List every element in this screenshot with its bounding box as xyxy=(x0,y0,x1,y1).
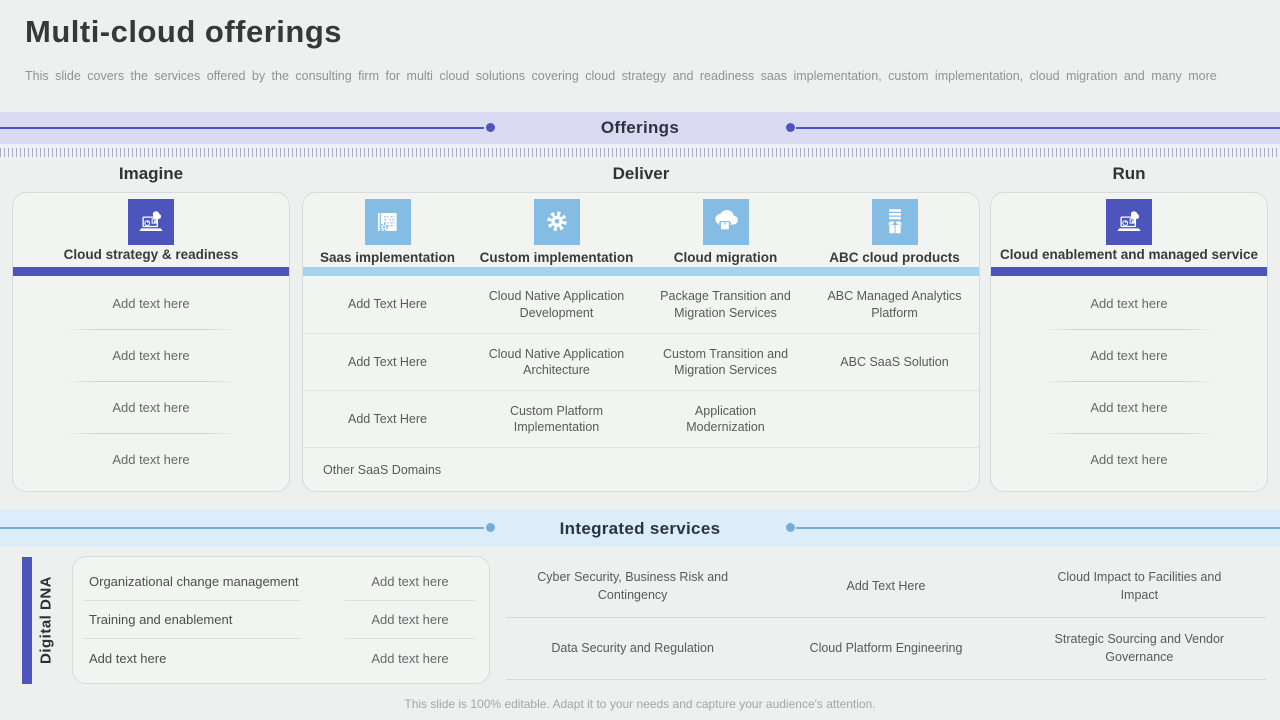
table-cell: Add Text Here xyxy=(348,411,427,426)
digital-dna-accent-bar xyxy=(22,557,32,684)
imagine-placeholder-list: Add text here Add text here Add text her… xyxy=(13,278,289,485)
table-cell: Application Modernization xyxy=(686,403,765,434)
table-cell: Add Text Here xyxy=(348,297,427,312)
table-cell: ABC Managed Analytics Platform xyxy=(827,289,962,320)
divider xyxy=(1043,329,1215,330)
table-cell: Package Transition and Migration Service… xyxy=(660,289,791,320)
deliver-service-table: Add Text Here Cloud Native Application D… xyxy=(303,276,979,491)
placeholder-text: Add text here xyxy=(371,650,449,666)
table-cell: Add Text Here xyxy=(348,354,427,369)
integrated-services-grid: Cyber Security, Business Risk and Contin… xyxy=(506,556,1266,680)
service-column-products: ABC cloud products xyxy=(810,193,979,267)
slide-footer-note: This slide is 100% editable. Adapt it to… xyxy=(404,697,876,711)
laptop-cloud-icon xyxy=(1106,199,1152,245)
service-column-migration: Cloud migration xyxy=(641,193,810,267)
placeholder-text: Add text here xyxy=(112,400,190,415)
digital-dna-label: Digital DNA xyxy=(37,576,55,665)
table-cell: Cloud Platform Engineering xyxy=(809,640,963,655)
banner-dot-left xyxy=(486,523,495,532)
table-row: Add Text Here Cloud Native Application A… xyxy=(303,333,979,390)
table-row: Add Text Here Cloud Native Application D… xyxy=(303,276,979,333)
blueprint-gear-icon xyxy=(364,199,411,245)
divider xyxy=(65,433,237,434)
table-cell: ABC SaaS Solution xyxy=(840,354,949,369)
service-label: Saas implementation xyxy=(319,250,456,265)
run-card: Cloud enablement and managed service Add… xyxy=(990,192,1268,492)
divider xyxy=(1043,433,1215,434)
table-row: Organizational change management Add tex… xyxy=(83,563,479,601)
run-accent-bar xyxy=(991,267,1267,276)
table-row: Training and enablement Add text here xyxy=(83,601,479,639)
laptop-cloud-icon xyxy=(128,199,174,245)
table-cell: Cyber Security, Business Risk and Contin… xyxy=(537,570,729,602)
page-subtitle: This slide covers the services offered b… xyxy=(25,69,1217,83)
offerings-banner-label: Offerings xyxy=(600,118,680,137)
banner-dot-right xyxy=(786,523,795,532)
deliver-accent-bar xyxy=(303,267,979,276)
table-cell: Cloud Native Application Architecture xyxy=(488,346,625,377)
digital-dna-card: Organizational change management Add tex… xyxy=(72,556,490,684)
dna-item: Organizational change management xyxy=(83,563,301,601)
placeholder-text: Add text here xyxy=(345,601,475,639)
table-cell: Custom Transition and Migration Services xyxy=(662,346,789,377)
banner-line-right xyxy=(796,527,1280,529)
banner-line-right xyxy=(796,127,1280,129)
table-cell: Strategic Sourcing and Vendor Governance xyxy=(1054,632,1225,664)
integrated-services-label: Integrated services xyxy=(559,518,721,538)
dna-item: Add text here xyxy=(89,650,167,666)
phase-header-deliver: Deliver xyxy=(612,164,670,183)
placeholder-text: Add text here xyxy=(112,452,190,467)
imagine-card: Cloud strategy & readiness Add text here… xyxy=(12,192,290,492)
service-column-custom: Custom implementation xyxy=(472,193,641,267)
placeholder-text: Add text here xyxy=(345,563,475,601)
placeholder-text: Add text here xyxy=(112,348,190,363)
table-footer-row: Other SaaS Domains xyxy=(303,447,979,491)
deliver-service-header-row: Saas implementation Custom implementatio… xyxy=(303,193,979,267)
table-cell: Cloud Impact to Facilities and Impact xyxy=(1057,570,1222,602)
table-cell xyxy=(810,391,979,447)
integrated-services-banner: Integrated services xyxy=(0,510,1280,547)
service-label: ABC cloud products xyxy=(829,250,960,265)
placeholder-text: Add text here xyxy=(1090,348,1168,363)
phase-header-run: Run xyxy=(1112,164,1146,183)
placeholder-text: Add text here xyxy=(1090,400,1168,415)
imagine-accent-bar xyxy=(13,267,289,276)
table-row: Cyber Security, Business Risk and Contin… xyxy=(506,556,1266,618)
placeholder-text: Add text here xyxy=(1090,296,1168,311)
banner-dot-right xyxy=(786,123,795,132)
banner-line-left xyxy=(0,527,484,529)
table-row: Add text here Add text here xyxy=(83,639,479,677)
run-placeholder-list: Add text here Add text here Add text her… xyxy=(991,278,1267,485)
dna-item: Training and enablement xyxy=(83,601,301,639)
table-cell: Data Security and Regulation xyxy=(551,640,714,655)
divider xyxy=(1043,381,1215,382)
table-row: Data Security and Regulation Cloud Platf… xyxy=(506,618,1266,680)
divider xyxy=(65,381,237,382)
phase-header-imagine: Imagine xyxy=(118,164,184,183)
offerings-banner: Offerings xyxy=(0,112,1280,144)
server-box-icon xyxy=(871,199,918,245)
table-cell: Custom Platform Implementation xyxy=(509,403,604,434)
table-cell: Cloud Native Application Development xyxy=(488,289,625,320)
cloud-package-icon xyxy=(702,199,749,245)
banner-dot-left xyxy=(486,123,495,132)
table-cell: Add Text Here xyxy=(846,578,926,593)
imagine-card-title: Cloud strategy & readiness xyxy=(63,247,239,262)
run-card-title: Cloud enablement and managed service xyxy=(999,247,1259,262)
service-label: Cloud migration xyxy=(673,250,778,265)
gear-icon xyxy=(533,199,580,245)
deliver-card: Saas implementation Custom implementatio… xyxy=(302,192,980,492)
divider xyxy=(65,329,237,330)
placeholder-text: Add text here xyxy=(1090,452,1168,467)
banner-line-left xyxy=(0,127,484,129)
placeholder-text: Add text here xyxy=(112,296,190,311)
service-column-saas: Saas implementation xyxy=(303,193,472,267)
page-title: Multi-cloud offerings xyxy=(25,14,343,49)
service-label: Custom implementation xyxy=(479,250,634,265)
ruler-ticks-strip xyxy=(0,146,1280,159)
table-row: Add Text Here Custom Platform Implementa… xyxy=(303,390,979,447)
